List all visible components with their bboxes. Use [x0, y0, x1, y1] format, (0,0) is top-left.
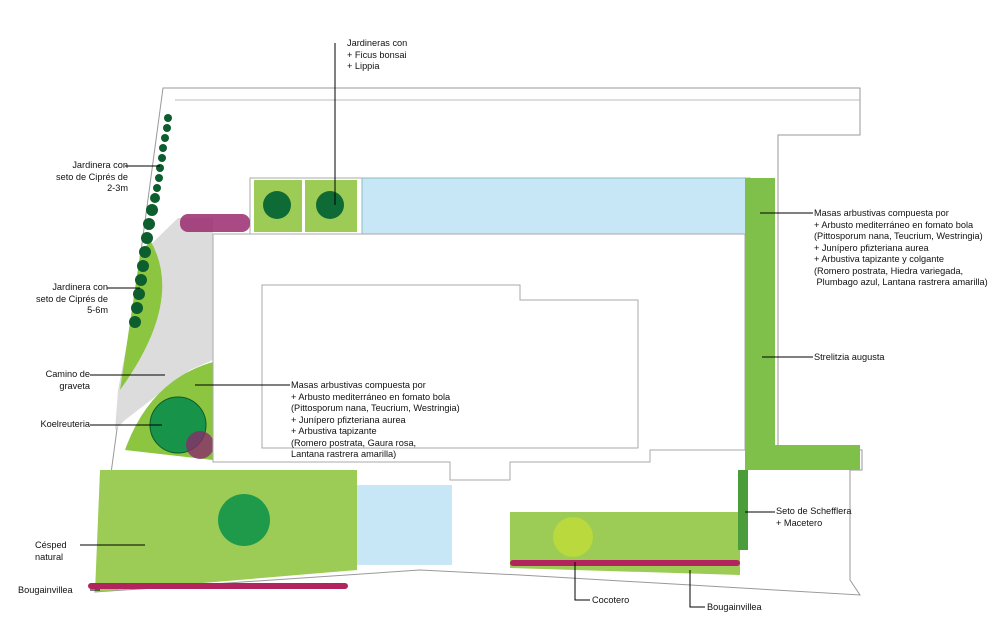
label-line: seto de Ciprés de: [35, 293, 108, 304]
label-masas-derecha: Masas arbustivas compuesta por+ Arbusto …: [814, 208, 988, 289]
label-line: (Romero postrata, Gaura rosa,: [291, 437, 417, 448]
label-line: + Junípero pfizteriana aurea: [291, 414, 406, 425]
label-line: graveta: [59, 380, 90, 391]
label-jardineras-bonsai: Jardineras con+ Ficus bonsai+ Lippia: [347, 38, 407, 73]
label-cocotero: Cocotero: [592, 595, 630, 605]
label-line: Masas arbustivas compuesta por: [814, 208, 949, 218]
label-line: + Lippia: [347, 61, 380, 71]
palm-tree: [218, 494, 270, 546]
label-line: (Pittosporum nana, Teucrium, Westringia): [291, 403, 460, 413]
label-strelitzia: Strelitzia augusta: [814, 352, 885, 362]
label-koelreuteria: Koelreuteria: [40, 419, 90, 429]
label-line: Jardineras con: [347, 38, 408, 48]
label-line: + Arbusto mediterráneo en fomato bola: [814, 219, 974, 230]
flower-mass: [186, 431, 214, 459]
label-line: + Arbustiva tapizante y colgante: [814, 254, 944, 264]
pool: [361, 177, 751, 235]
label-line: Masas arbustivas compuesta por: [291, 380, 426, 390]
small-pool: [357, 485, 452, 565]
label-line: Jardinera con: [52, 282, 108, 292]
label-line: 5-6m: [87, 305, 108, 315]
label-line: (Pittosporum nana, Teucrium, Westringia): [814, 231, 983, 241]
planter-left: [120, 240, 163, 390]
label-line: Plumbago azul, Lantana rastrera amarilla…: [814, 277, 988, 287]
label-line: + Macetero: [776, 517, 823, 528]
label-line: Césped: [35, 540, 67, 550]
label-line: + Arbustiva tapizante: [291, 426, 377, 436]
label-line: + Arbusto mediterráneo en fomato bola: [291, 391, 451, 402]
label-line: 2-3m: [107, 183, 128, 193]
bougainvillea-row: [88, 560, 740, 589]
leader-lines: [80, 43, 813, 608]
flower-strip-top: [180, 214, 250, 232]
label-masas-centro: Masas arbustivas compuesta por+ Arbusto …: [291, 380, 460, 461]
label-line: (Romero postrata, Hiedra variegada,: [814, 265, 964, 276]
label-line: + Junípero pfizteriana aurea: [814, 242, 929, 253]
label-bougainvillea-bottom: Bougainvillea: [707, 602, 762, 612]
label-line: Seto de Schefflera: [776, 506, 852, 516]
planter-right: [745, 178, 775, 468]
schefflera-hedge: [738, 470, 748, 550]
label-seto-schefflera: Seto de Schefflera+ Macetero: [776, 506, 851, 529]
label-line: Camino de: [45, 369, 90, 379]
planter-right-bottom: [745, 445, 860, 470]
gravel-path: [115, 218, 213, 430]
label-bougainvillea-left: Bougainvillea: [18, 585, 73, 595]
cocotero-tree: [553, 517, 593, 557]
cypress-hedge: [129, 114, 172, 328]
ficus-bonsai-1: [263, 191, 291, 219]
ficus-bonsai-2: [316, 191, 344, 219]
label-line: natural: [35, 551, 64, 562]
label-line: seto de Ciprés de: [55, 171, 128, 182]
label-line: + Ficus bonsai: [347, 49, 407, 60]
label-line: Jardinera con: [72, 160, 128, 170]
label-line: Lantana rastrera amarilla): [291, 449, 397, 459]
house-inner: [261, 284, 639, 449]
